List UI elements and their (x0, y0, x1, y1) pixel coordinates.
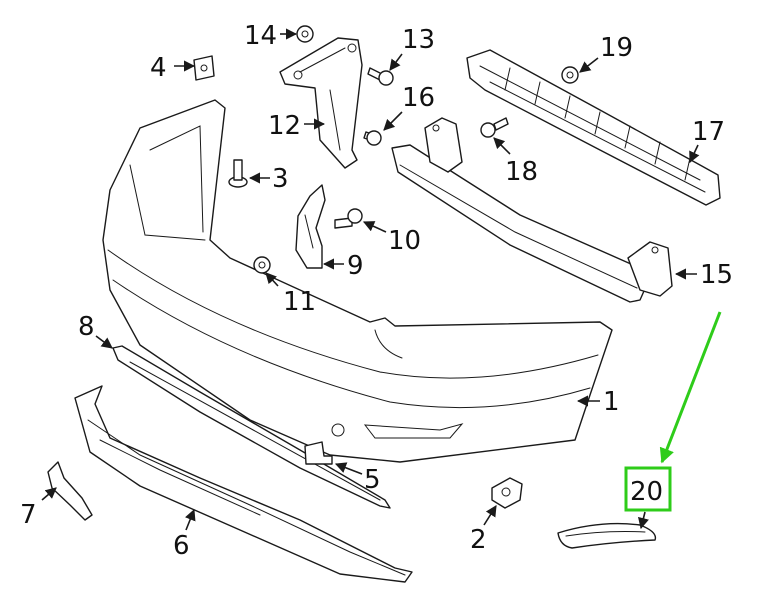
callout-2-label: 2 (470, 525, 487, 555)
screw-16-part (363, 130, 382, 146)
callout-17: 17 (689, 117, 725, 164)
callout-3-label: 3 (272, 164, 289, 194)
nut-14-part (296, 25, 314, 43)
absorber-part (466, 49, 721, 206)
callout-10-label: 10 (388, 226, 421, 256)
callout-7-label: 7 (20, 500, 37, 530)
callout-8-label: 8 (78, 312, 95, 342)
callout-12: 12 (268, 111, 326, 141)
callout-11: 11 (265, 272, 316, 317)
highlight-arrow (659, 311, 722, 464)
reflector-trim-part (557, 522, 657, 549)
lower-strip-part (112, 345, 391, 509)
callout-6: 6 (173, 508, 196, 561)
callout-20-label: 20 (630, 477, 663, 507)
callout-7: 7 (20, 487, 57, 530)
highlight-box (624, 466, 672, 512)
callout-6-label: 6 (173, 531, 190, 561)
callout-9-label: 9 (347, 251, 364, 281)
callout-19: 19 (579, 33, 633, 73)
highlight-20 (624, 311, 722, 512)
nut-19-part (561, 66, 579, 84)
callout-15-label: 15 (700, 260, 733, 290)
callout-13-label: 13 (402, 25, 435, 55)
callout-16-label: 16 (402, 83, 435, 113)
callout-4: 4 (150, 53, 196, 83)
callout-9: 9 (322, 251, 364, 281)
callout-13: 13 (389, 25, 435, 71)
callout-16: 16 (383, 83, 435, 131)
callout-4-label: 4 (150, 53, 167, 83)
impact-bar-part (391, 117, 673, 303)
callout-5-label: 5 (364, 465, 381, 495)
sensor-bracket-part (304, 441, 333, 465)
callout-14: 14 (244, 21, 298, 51)
callout-10: 10 (362, 221, 421, 256)
grommet-11-part (253, 256, 271, 274)
nut-part (193, 55, 215, 81)
callout-17-label: 17 (692, 117, 725, 147)
callout-8: 8 (78, 312, 113, 349)
diffuser-part (74, 385, 413, 583)
screw-18-part (480, 117, 509, 138)
screw-10-part (334, 208, 363, 229)
screw-13-part (367, 67, 394, 86)
bumper-cover-part (102, 99, 613, 463)
callout-18-label: 18 (505, 157, 538, 187)
callout-5: 5 (334, 462, 381, 495)
callout-2: 2 (470, 505, 497, 555)
callout-1-label: 1 (603, 387, 620, 417)
side-trim-part (47, 461, 93, 521)
callout-20: 20 (630, 477, 663, 530)
callout-12-label: 12 (268, 111, 301, 141)
bolt-3-part (228, 159, 248, 188)
bracket-part (279, 37, 363, 169)
callout-3: 3 (248, 164, 289, 194)
callout-11-label: 11 (283, 287, 316, 317)
callout-15: 15 (674, 260, 733, 290)
callout-18: 18 (493, 137, 538, 187)
callout-19-label: 19 (600, 33, 633, 63)
side-guide-part (295, 184, 326, 269)
callout-1: 1 (576, 387, 620, 417)
clip-part (491, 477, 523, 509)
callout-14-label: 14 (244, 21, 277, 51)
